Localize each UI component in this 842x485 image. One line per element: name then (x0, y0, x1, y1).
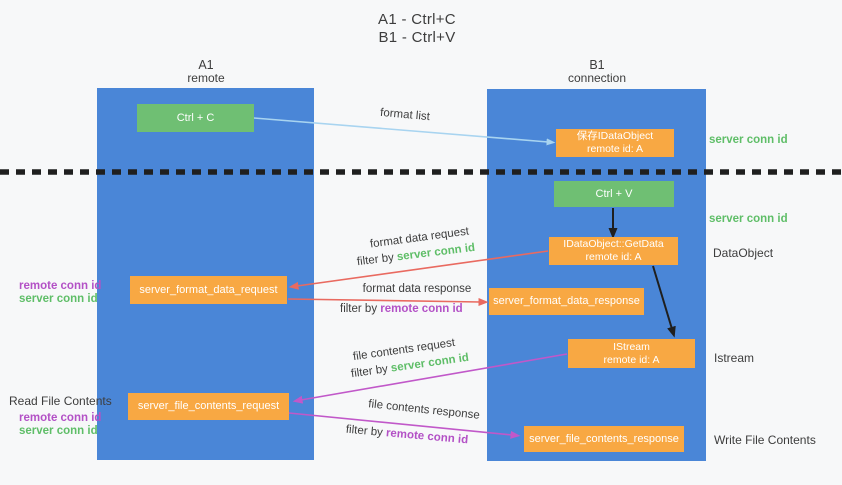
right-label-server-conn-id-mid: server conn id (709, 213, 788, 225)
node-server-format-data-response-label: server_format_data_response (493, 295, 640, 307)
lane-a1-subtitle: remote (187, 71, 225, 85)
right-label-dataobject: DataObject (713, 246, 774, 260)
title-line-2: B1 - Ctrl+V (378, 29, 456, 46)
node-ctrl-v: Ctrl + V (554, 181, 674, 207)
node-save-idataobject-line1: 保存IDataObject (576, 130, 654, 142)
remote-conn-id-text: remote conn id (385, 427, 469, 447)
right-label-server-conn-id-top: server conn id (709, 134, 788, 146)
node-idataobject-getdata-line1: IDataObject::GetData (563, 238, 664, 250)
node-idataobject-getdata: IDataObject::GetData remote id: A (549, 237, 678, 265)
lane-header-a1: A1 remote (146, 59, 266, 84)
diagram-title: A1 - Ctrl+C B1 - Ctrl+V (317, 11, 517, 47)
node-server-file-contents-request: server_file_contents_request (128, 393, 289, 420)
lane-header-b1: B1 connection (537, 59, 657, 84)
remote-conn-id-text: remote conn id (380, 303, 463, 315)
left-label-server-conn-id-1: server conn id (19, 293, 98, 305)
node-ctrl-c: Ctrl + C (137, 104, 254, 132)
node-ctrl-v-label: Ctrl + V (595, 187, 633, 200)
flow-label-file-contents-response: file contents response (367, 398, 481, 422)
left-label-read-file-contents: Read File Contents (9, 394, 112, 408)
flow-label-format-data-response: format data response (362, 283, 472, 295)
flow-label-filter-remote-conn-id-1: filter by remote conn id (340, 303, 463, 315)
arrow-format-data-response (287, 297, 489, 306)
right-label-istream: Istream (714, 351, 755, 365)
left-label-remote-conn-id-1: remote conn id (19, 280, 102, 292)
filter-prefix: filter by (356, 251, 398, 269)
lane-a1-name: A1 (198, 58, 214, 72)
node-server-file-contents-response: server_file_contents_response (524, 426, 684, 452)
node-istream: IStream remote id: A (568, 339, 695, 368)
node-save-idataobject: 保存IDataObject remote id: A (556, 129, 674, 157)
node-server-format-data-request: server_format_data_request (130, 276, 287, 304)
node-server-file-contents-response-label: server_file_contents_response (529, 432, 679, 445)
left-label-server-conn-id-2: server conn id (19, 425, 98, 437)
lane-b1-subtitle: connection (567, 71, 627, 85)
lane-b1-name: B1 (589, 58, 605, 72)
flow-label-format-list: format list (379, 106, 431, 124)
node-server-format-data-response: server_format_data_response (489, 288, 644, 315)
left-label-remote-conn-id-2: remote conn id (19, 412, 102, 424)
node-server-file-contents-request-label: server_file_contents_request (137, 400, 280, 412)
filter-prefix: filter by (340, 303, 381, 315)
node-save-idataobject-line2: remote id: A (586, 143, 644, 155)
node-idataobject-getdata-line2: remote id: A (585, 251, 642, 263)
right-label-write-file-contents: Write File Contents (714, 433, 816, 447)
flow-label-filter-remote-conn-id-2: filter by remote conn id (343, 423, 472, 447)
node-istream-line1: IStream (613, 340, 650, 353)
node-istream-line2: remote id: A (603, 353, 660, 366)
title-line-1: A1 - Ctrl+C (378, 11, 456, 28)
node-ctrl-c-label: Ctrl + C (176, 111, 215, 124)
filter-prefix: filter by (350, 362, 392, 381)
node-server-format-data-request-label: server_format_data_request (139, 283, 278, 296)
filter-prefix: filter by (345, 423, 387, 440)
